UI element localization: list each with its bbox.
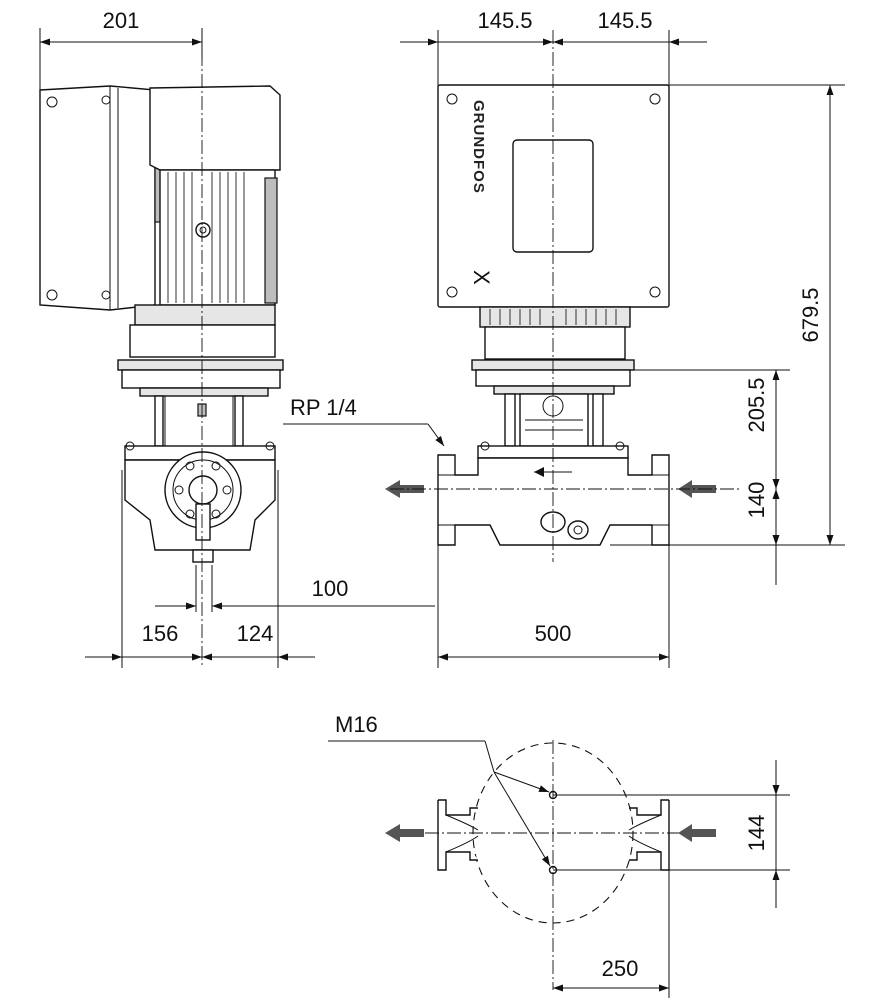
brand-logo: GRUNDFOS: [470, 100, 487, 194]
dim-label-250: 250: [602, 956, 639, 981]
cooling-fins: [167, 172, 245, 303]
dimension-145-5: 145.5 145.5: [400, 8, 707, 92]
port-label: RP 1/4: [290, 395, 357, 420]
side-view: 201: [39, 8, 435, 668]
brand-mark: X: [469, 270, 494, 285]
dimension-250: 250: [553, 870, 670, 998]
thread-callout: M16: [328, 712, 551, 867]
base-flanges: [437, 799, 670, 871]
base-inlet-arrow-icon: [678, 824, 692, 842]
front-fins: [489, 309, 617, 325]
port-callout: RP 1/4: [283, 395, 445, 447]
dim-label-201: 201: [103, 8, 140, 33]
front-view: 145.5 145.5 GRUNDFOS X: [283, 8, 845, 668]
dim-label-140: 140: [744, 482, 769, 519]
dim-label-500: 500: [535, 621, 572, 646]
dimension-156-124: 156 124: [85, 470, 315, 668]
coupling-flange: [117, 359, 284, 447]
motor-front-panel: GRUNDFOS X: [437, 84, 670, 308]
dim-label-205-5: 205.5: [744, 377, 769, 432]
coupling-guard: [504, 393, 604, 447]
dimension-vertical: 679.5 205.5 140: [610, 84, 845, 585]
base-view: M16 144 250: [328, 712, 790, 998]
dimension-500: 500: [437, 545, 670, 668]
dim-label-145-5-right: 145.5: [597, 8, 652, 33]
dim-label-156: 156: [142, 621, 179, 646]
pump-casing-side: [124, 441, 276, 563]
dim-label-124: 124: [237, 621, 274, 646]
pump-casing-front: [437, 441, 670, 546]
dim-label-145-5-left: 145.5: [477, 8, 532, 33]
dimension-201: 201: [39, 8, 203, 95]
flow-arrows-base: [385, 824, 716, 842]
base-outlet-arrow-icon: [385, 824, 400, 842]
dim-label-679-5: 679.5: [798, 287, 823, 342]
dim-label-100: 100: [312, 576, 349, 601]
motor-housing: [129, 85, 281, 358]
dimension-144: 144: [553, 760, 790, 908]
motor-terminal-box: [39, 85, 162, 311]
dim-label-144: 144: [744, 815, 769, 852]
dimension-100: 100: [155, 565, 435, 612]
thread-label: M16: [335, 712, 378, 737]
